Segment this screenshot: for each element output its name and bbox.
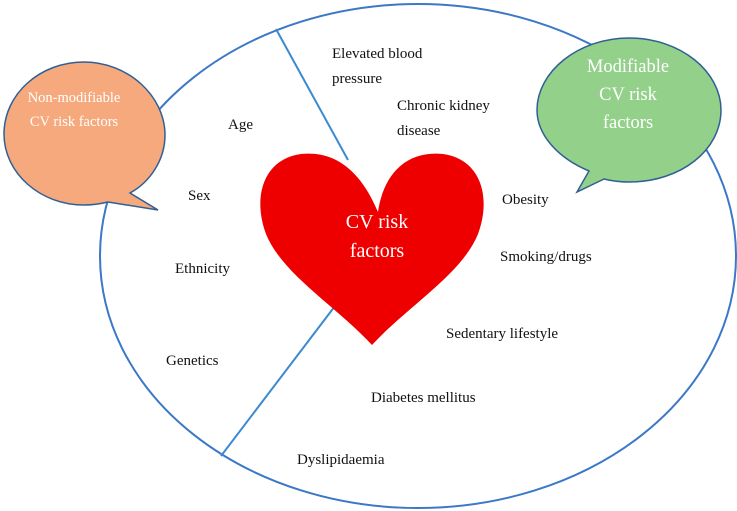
modifiable-item-blood-pressure: Elevated blood pressure bbox=[332, 46, 423, 87]
non-modifiable-item-sex: Sex bbox=[188, 188, 211, 204]
divider-lower bbox=[220, 305, 336, 457]
non-modifiable-item-age: Age bbox=[228, 117, 253, 133]
divider-upper bbox=[275, 28, 349, 161]
non-modifiable-item-genetics: Genetics bbox=[166, 353, 219, 369]
non-modifiable-title: Non-modifiable CV risk factors bbox=[27, 90, 121, 130]
modifiable-bubble bbox=[536, 37, 722, 194]
non-modifiable-item-ethnicity: Ethnicity bbox=[175, 261, 230, 277]
modifiable-item-kidney-disease: Chronic kidney disease bbox=[397, 98, 490, 139]
heart-label: CV risk factors bbox=[345, 211, 409, 262]
non-modifiable-bubble bbox=[3, 61, 166, 211]
modifiable-item-sedentary: Sedentary lifestyle bbox=[446, 326, 559, 342]
modifiable-title: Modifiable CV risk factors bbox=[586, 57, 670, 133]
modifiable-item-smoking: Smoking/drugs bbox=[500, 249, 592, 265]
modifiable-item-diabetes: Diabetes mellitus bbox=[371, 390, 476, 406]
modifiable-item-obesity: Obesity bbox=[502, 192, 549, 208]
modifiable-item-dyslipidaemia: Dyslipidaemia bbox=[297, 452, 385, 468]
heart-icon bbox=[260, 153, 484, 345]
